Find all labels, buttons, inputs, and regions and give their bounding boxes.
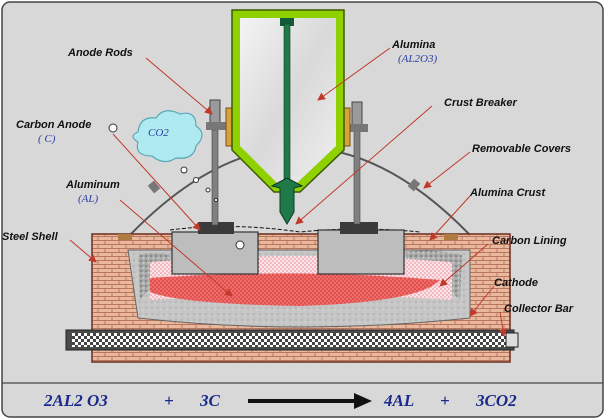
bubble-1 xyxy=(108,123,118,133)
label-alumina: Alumina xyxy=(391,39,435,51)
label-removable-covers: Removable Covers xyxy=(472,143,571,155)
cover-hinge-right xyxy=(407,178,421,192)
crust-breaker-head xyxy=(270,177,304,225)
label-steel-shell: Steel Shell xyxy=(2,231,59,243)
leader-arrows xyxy=(69,47,507,337)
label-carbon-formula: ( C) xyxy=(38,133,56,145)
crust-breaker-shaft xyxy=(283,23,291,203)
bubble-5 xyxy=(213,197,219,203)
label-cathode: Cathode xyxy=(494,277,538,289)
label-crust-breaker: Crust Breaker xyxy=(444,97,517,109)
bubble-2 xyxy=(180,166,188,174)
equation-plus-1: + xyxy=(164,391,174,410)
crust-breaker-top xyxy=(280,18,294,26)
equation-product-1: 4AL xyxy=(383,391,414,410)
bubble-4 xyxy=(205,187,211,193)
label-carbon-lining: Carbon Lining xyxy=(492,235,567,247)
bubble-6 xyxy=(235,240,245,250)
label-alumina-crust: Alumina Crust xyxy=(469,187,547,199)
carbon-anode-right xyxy=(317,229,405,275)
anode-bracket-left xyxy=(206,122,226,130)
anode-rod-right xyxy=(353,127,361,225)
label-carbon-anode: Carbon Anode xyxy=(16,119,91,131)
label-aluminum-formula: (AL) xyxy=(78,193,99,205)
shell-cap-right xyxy=(444,234,458,240)
co2-cloud xyxy=(132,110,203,163)
anode-rod-left xyxy=(211,129,219,226)
label-collector-bar: Collector Bar xyxy=(504,303,574,315)
anode-clamp-left xyxy=(209,99,221,125)
label-anode-rods: Anode Rods xyxy=(67,47,133,59)
collector-bar-end xyxy=(505,332,519,348)
anode-bracket-right xyxy=(346,124,368,132)
label-aluminum: Aluminum xyxy=(65,179,120,191)
label-alumina-formula: (AL2O3) xyxy=(398,53,437,65)
shell-cap-left xyxy=(118,234,132,240)
bubble-3 xyxy=(193,177,199,183)
equation-plus-2: + xyxy=(440,391,450,410)
equation-arrow-head xyxy=(354,393,372,409)
cover-hinge-left xyxy=(147,180,161,194)
label-co2-bubble: CO2 xyxy=(148,127,169,139)
equation-product-2: 3CO2 xyxy=(475,391,517,410)
anode-stub-left xyxy=(198,222,234,234)
collector-bar-pattern xyxy=(72,333,508,347)
equation-reactant-1: 2AL2 O3 xyxy=(43,391,108,410)
carbon-anode-left xyxy=(171,231,259,275)
anode-clamp-right xyxy=(351,101,363,127)
molten-aluminum xyxy=(150,273,440,306)
equation-reactant-2: 3C xyxy=(199,391,221,410)
anode-stub-right xyxy=(340,222,378,234)
